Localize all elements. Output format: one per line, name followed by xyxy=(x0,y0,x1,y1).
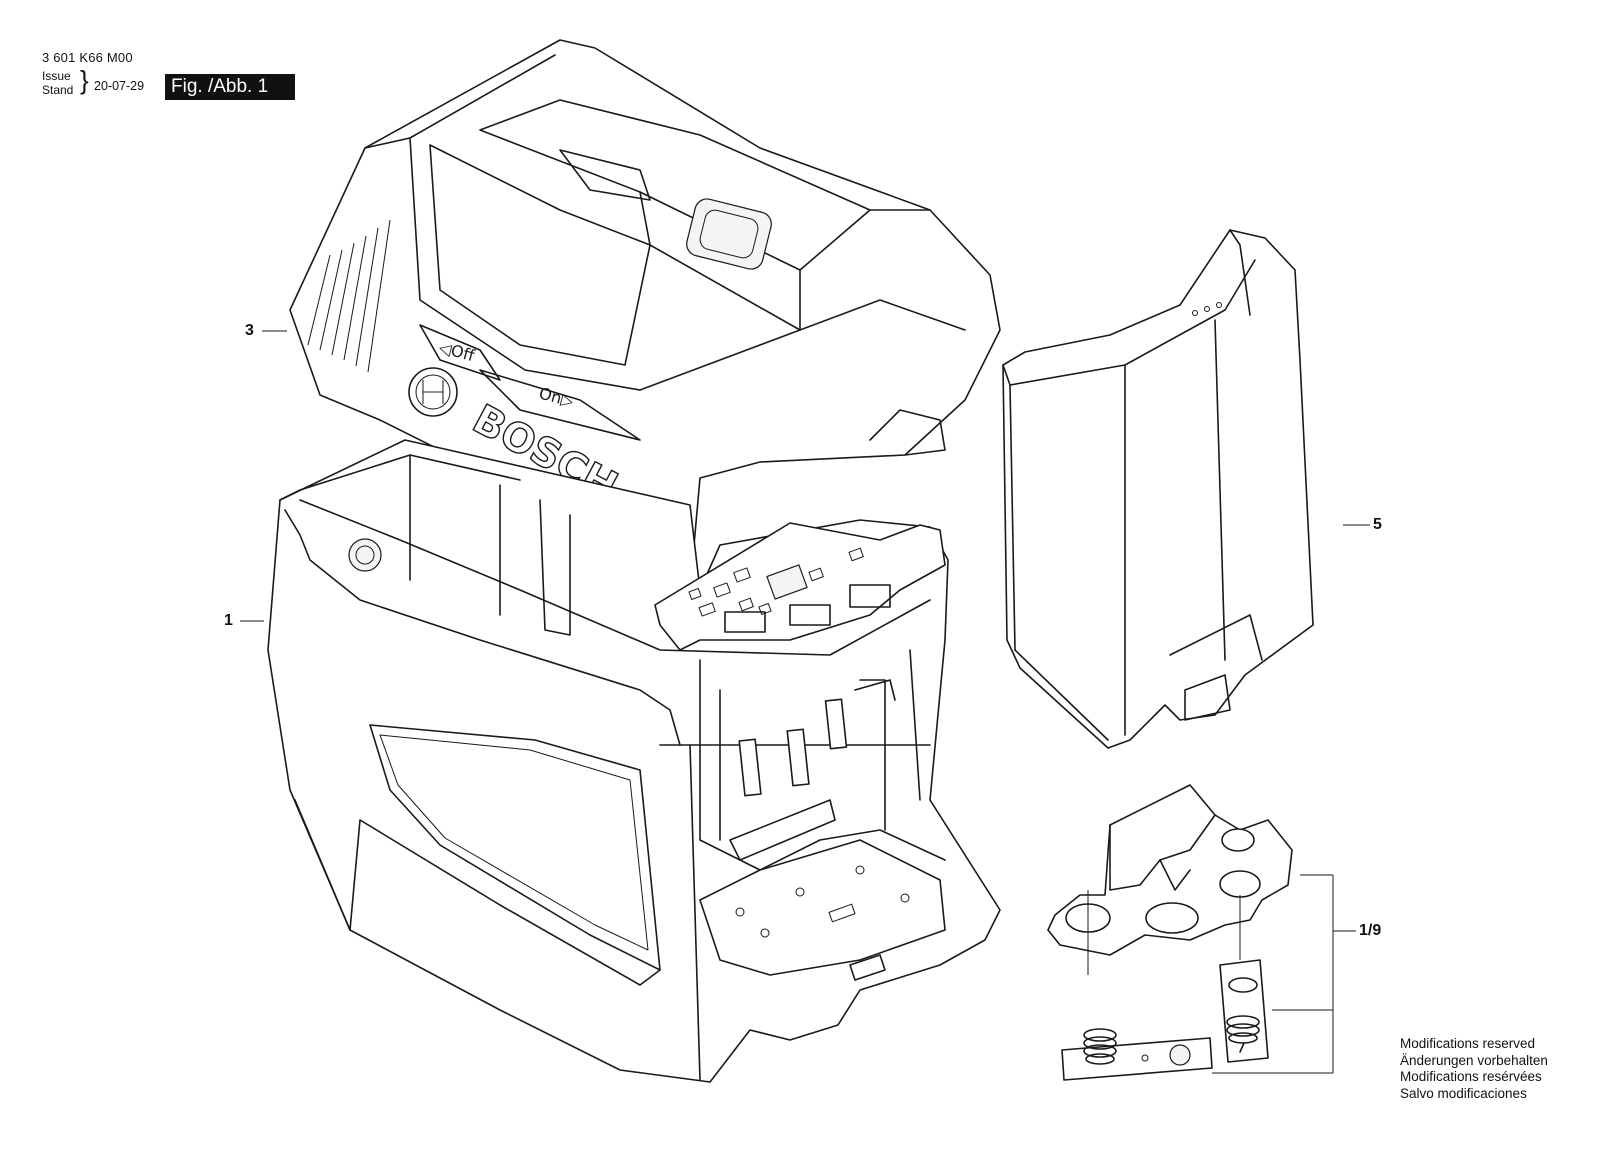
issue-label: Issue xyxy=(42,69,71,83)
notice-line-en: Modifications reserved xyxy=(1400,1036,1536,1051)
battery-cover-part-5 xyxy=(1003,230,1313,748)
modifications-notice: Modifications reserved Änderungen vorbeh… xyxy=(1400,1036,1548,1102)
callout-3: 3 xyxy=(245,322,254,339)
issue-date: 20-07-29 xyxy=(94,79,145,93)
stand-label: Stand xyxy=(42,83,74,97)
callout-1: 1 xyxy=(224,612,233,629)
callout-1-9: 1/9 xyxy=(1359,922,1382,939)
leader-bracket-1-9 xyxy=(1212,875,1356,1073)
brace-symbol: } xyxy=(80,65,89,95)
notice-line-de: Änderungen vorbehalten xyxy=(1400,1052,1548,1068)
figure-label: Fig. /Abb. 1 xyxy=(165,74,295,100)
notice-line-fr: Modifications resérvées xyxy=(1400,1069,1542,1084)
housing-part-1 xyxy=(268,440,1000,1082)
issue-stand-label: Issue Stand xyxy=(42,69,73,97)
part-number: 3 601 K66 M00 xyxy=(42,50,133,65)
callout-5: 5 xyxy=(1373,516,1382,533)
battery-contact-assembly-part-1-9 xyxy=(1048,785,1292,1080)
leader-lines xyxy=(240,331,1370,1073)
top-cover-part-3: ◁Off On▷ BOSCH xyxy=(290,40,1000,590)
notice-line-es: Salvo modificaciones xyxy=(1400,1085,1527,1101)
